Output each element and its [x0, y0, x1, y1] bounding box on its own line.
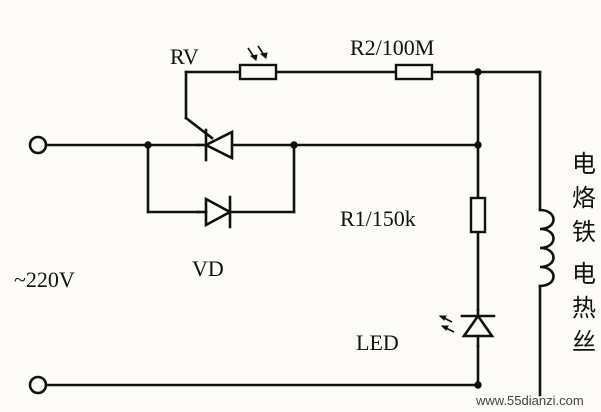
terminal-top	[28, 135, 48, 155]
vd-label: VD	[192, 256, 224, 281]
watermark: www.55dianzi.com	[475, 393, 584, 408]
r1-resistor	[469, 196, 487, 234]
r2-label: R2/100M	[350, 35, 434, 60]
load-char-3: 电	[572, 260, 596, 288]
load-char-2: 铁	[572, 218, 596, 246]
rv-label: RV	[170, 44, 199, 69]
photo-resistor	[238, 45, 278, 81]
led-diode	[438, 308, 496, 348]
led-label: LED	[356, 330, 399, 355]
load-char-4: 热	[572, 294, 596, 322]
heating-coil	[538, 208, 555, 288]
rv-diode	[196, 128, 234, 162]
voltage-label: ~220V	[14, 267, 75, 292]
r2-resistor	[394, 63, 434, 81]
load-label: 电 烙 铁 电 热 丝	[572, 150, 596, 356]
load-char-1: 烙	[572, 184, 596, 212]
terminal-bottom	[28, 375, 48, 395]
load-char-0: 电	[572, 150, 596, 178]
vd-diode	[196, 195, 233, 229]
r1-label: R1/150k	[340, 206, 416, 231]
wires	[44, 70, 542, 397]
load-char-5: 丝	[572, 328, 596, 356]
junction-dots	[144, 68, 482, 389]
